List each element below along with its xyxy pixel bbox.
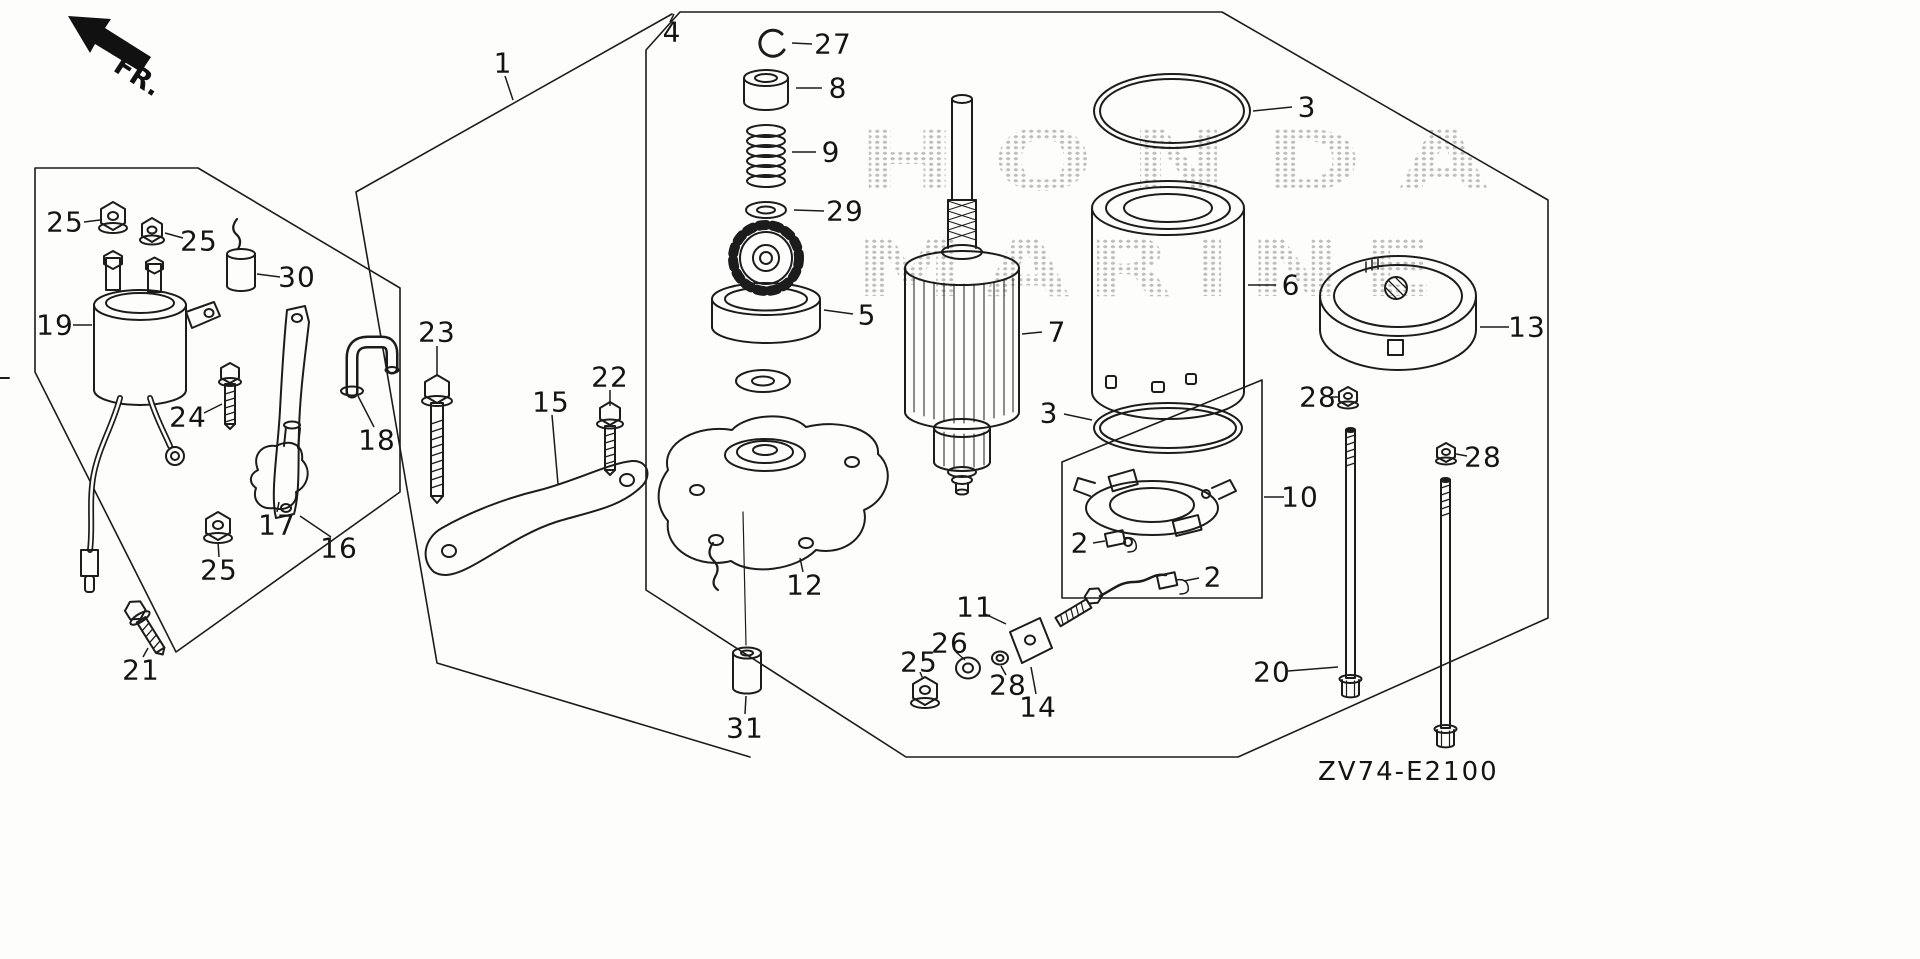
- bolt-21: [123, 600, 166, 656]
- bushing-31: [732, 646, 762, 695]
- leader-line-25-34: [919, 671, 924, 680]
- mount-bracket-12: [657, 415, 889, 571]
- leader-line-25-23: [217, 541, 220, 558]
- solenoid-lead-wire-b: [147, 395, 185, 466]
- flange-nut-25-a: [98, 201, 128, 234]
- leader-line-12-25: [799, 557, 804, 573]
- end-cap-13: [1319, 255, 1477, 371]
- leader-line-2-30: [1092, 540, 1106, 544]
- brush-holder-plate: [1073, 468, 1237, 547]
- leader-line-1-11: [504, 75, 514, 101]
- leader-line-26-33: [955, 651, 966, 661]
- bolt-22: [596, 401, 624, 476]
- o-ring-3-bottom: [1093, 402, 1243, 454]
- watermark-marine: MARINE: [855, 222, 1453, 315]
- leader-line-3-4: [1252, 106, 1293, 112]
- terminal-stud-11: [1054, 573, 1168, 628]
- leader-line-27-0: [791, 42, 813, 45]
- leader-line-30-14: [256, 273, 281, 278]
- leader-line-28-29: [1455, 453, 1468, 457]
- brush-holder-box: [1061, 379, 1263, 599]
- main-sheet-outline: [645, 11, 1549, 758]
- bolt-20-a: [1338, 427, 1363, 699]
- washer-28-c: [991, 650, 1009, 666]
- leader-line-21-24: [142, 647, 149, 658]
- bracket-15: [424, 459, 649, 576]
- pinion-gear-5: [711, 220, 821, 344]
- leader-line-3-9: [1063, 413, 1093, 421]
- leader-line-20-37: [1287, 666, 1339, 672]
- armature-7: [904, 94, 1020, 496]
- thrust-washer: [735, 369, 791, 393]
- spring-9: [746, 124, 786, 188]
- bolt-20-b: [1433, 477, 1458, 749]
- o-ring-3-top: [1093, 73, 1251, 149]
- hose-17: [250, 420, 309, 510]
- bracket-14: [1009, 617, 1053, 664]
- leader-line-11-32: [984, 613, 1007, 625]
- flange-nut-25-d: [910, 676, 940, 709]
- leader-line-4-10: [669, 13, 675, 23]
- solenoid-lead-wire-a: [80, 395, 123, 593]
- washer-26: [955, 656, 981, 680]
- yoke-6: [1091, 180, 1245, 420]
- left-sheet-outline: [34, 167, 401, 653]
- leader-line-16-22: [299, 515, 332, 538]
- leader-line-15-19: [551, 414, 559, 485]
- leader-line-17-21: [276, 501, 280, 513]
- diagram-code: ZV74-E2100: [1318, 757, 1499, 787]
- leader-line-5-7: [823, 309, 854, 315]
- leader-line-7-8: [1021, 331, 1043, 335]
- flange-nut-28-a: [1337, 386, 1359, 410]
- leader-line-2-31: [1183, 577, 1200, 582]
- leader-line-31-26: [744, 695, 747, 715]
- axis-line-31: [742, 511, 747, 646]
- stay-16: [272, 305, 310, 519]
- leader-line-28-35: [1000, 665, 1007, 676]
- solenoid-19: [93, 250, 221, 406]
- leader-line-14-36: [1030, 666, 1037, 695]
- flange-nut-28-b: [1435, 442, 1457, 466]
- tube-18: [340, 335, 400, 399]
- bushing-8: [743, 69, 789, 111]
- pin-squiggle-12: [708, 541, 720, 592]
- leader-line-25-12: [83, 219, 101, 223]
- cap-30: [226, 217, 256, 292]
- leader-line-29-3: [793, 209, 825, 212]
- leader-line-24-16: [203, 403, 223, 414]
- washer-29: [745, 201, 787, 219]
- brush-2-a: [1103, 529, 1138, 553]
- leader-line-25-13: [164, 232, 184, 239]
- leader-line-18-20: [357, 395, 375, 428]
- middle-sheet-outline: [355, 13, 751, 758]
- circlip-27: [758, 28, 786, 58]
- flange-nut-25-b: [139, 217, 165, 246]
- bolt-24: [218, 362, 242, 430]
